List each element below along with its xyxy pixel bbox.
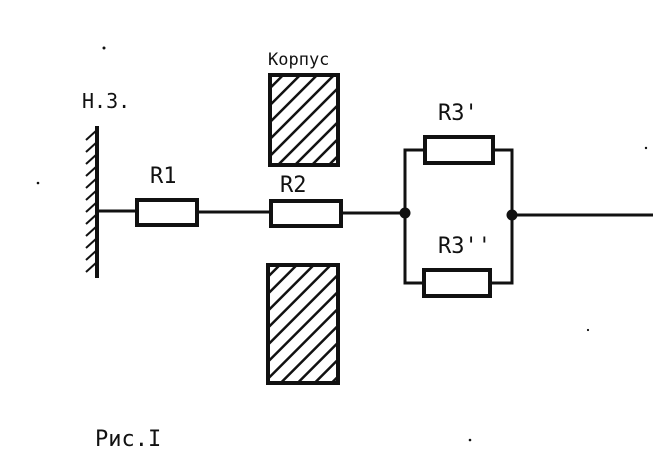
resistor-r3-top — [423, 135, 495, 165]
junction-right — [506, 209, 518, 221]
figure-caption: Рис.I — [95, 427, 161, 452]
resistor-r1 — [135, 198, 199, 227]
ground-label: Н.З. — [82, 89, 130, 113]
scan-specks — [36, 46, 648, 442]
resistor-r2 — [269, 199, 343, 228]
junction-left — [399, 207, 411, 219]
ground-wall — [85, 126, 99, 278]
wires — [97, 148, 653, 285]
housing-label: Корпус — [268, 50, 329, 70]
r3-top-label: R3' — [438, 101, 478, 126]
r2-label: R2 — [280, 173, 307, 198]
r3-bottom-label: R3'' — [438, 234, 491, 259]
housing-block-bottom — [266, 263, 340, 385]
housing-block-top — [268, 73, 340, 167]
r1-label: R1 — [150, 164, 177, 189]
resistor-r3-bottom — [422, 268, 492, 298]
